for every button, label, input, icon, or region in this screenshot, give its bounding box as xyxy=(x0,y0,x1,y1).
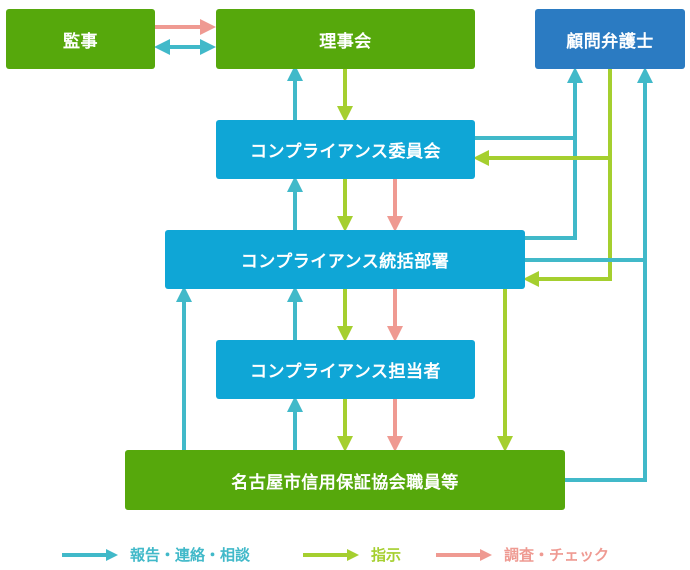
arrow-tokatsu-to-komon-report xyxy=(525,138,577,240)
legend-investigate-arrow-icon xyxy=(436,548,492,561)
legend-instruct-arrow-icon xyxy=(303,548,359,561)
node-kanji: 監事 xyxy=(6,9,155,69)
arrow-iinkai-to-komon-report xyxy=(475,67,583,140)
legend-instruct-label: 指示 xyxy=(371,546,402,564)
node-tanto: コンプライアンス担当者 xyxy=(216,340,475,399)
node-rijikai: 理事会 xyxy=(216,9,475,69)
node-shokuin: 名古屋市信用保証協会職員等 xyxy=(125,450,565,510)
legend-report-arrow-icon xyxy=(62,548,118,561)
node-tokatsu: コンプライアンス統括部署 xyxy=(165,230,525,289)
legend-instruct: 指示 xyxy=(303,544,401,565)
legend-investigate-label: 調査・チェック xyxy=(504,546,610,564)
arrow-shokuin-to-komon-report xyxy=(565,67,653,482)
legend-report: 報告・連絡・相談 xyxy=(62,544,250,565)
legend-investigate: 調査・チェック xyxy=(436,544,609,565)
legend-report-label: 報告・連絡・相談 xyxy=(130,546,251,564)
node-iinkai: コンプライアンス委員会 xyxy=(216,120,475,179)
arrow-komon-to-iinkai-instruct xyxy=(473,69,612,166)
node-komon: 顧問弁護士 xyxy=(535,9,685,69)
arrow-komon-to-tokatsu-instruct xyxy=(523,158,612,287)
